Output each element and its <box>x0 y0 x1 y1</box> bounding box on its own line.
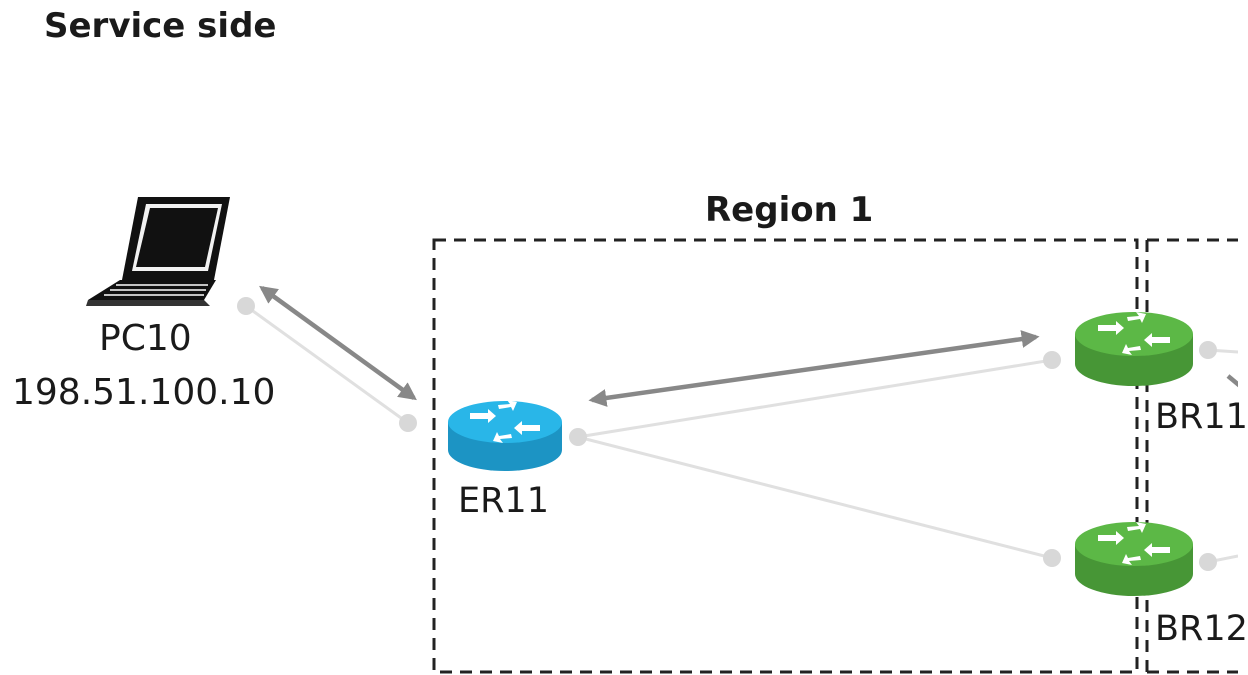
flow-arrow-er11-br11 <box>588 330 1040 407</box>
port-br12-right <box>1199 553 1217 571</box>
router-label-br12: BR12 <box>1155 609 1248 649</box>
router-label-er11: ER11 <box>458 481 549 521</box>
laptop-icon <box>86 197 230 306</box>
link-er11-br12 <box>577 435 1053 560</box>
region-1-boundary <box>432 238 1139 674</box>
port-br11-right <box>1199 341 1217 359</box>
port-er11-left <box>399 414 417 432</box>
port-br12-left <box>1043 549 1061 567</box>
page-title: Service side <box>44 6 277 46</box>
port-pc10 <box>237 297 255 315</box>
router-label-br11: BR11 <box>1155 397 1248 437</box>
router-icon-br11 <box>1075 312 1193 386</box>
flow-arrow-pc10-er11 <box>259 285 417 401</box>
pc-name-label: PC10 <box>99 318 192 359</box>
router-icon-er11 <box>448 400 562 471</box>
port-br11-left <box>1043 351 1061 369</box>
link-er11-br11 <box>577 358 1053 439</box>
flow-arrow-br11-right <box>1226 374 1238 388</box>
pc-ip-label: 198.51.100.10 <box>12 372 276 413</box>
port-er11-right <box>569 428 587 446</box>
region-label: Region 1 <box>705 190 874 230</box>
router-icon-br12 <box>1075 522 1193 596</box>
